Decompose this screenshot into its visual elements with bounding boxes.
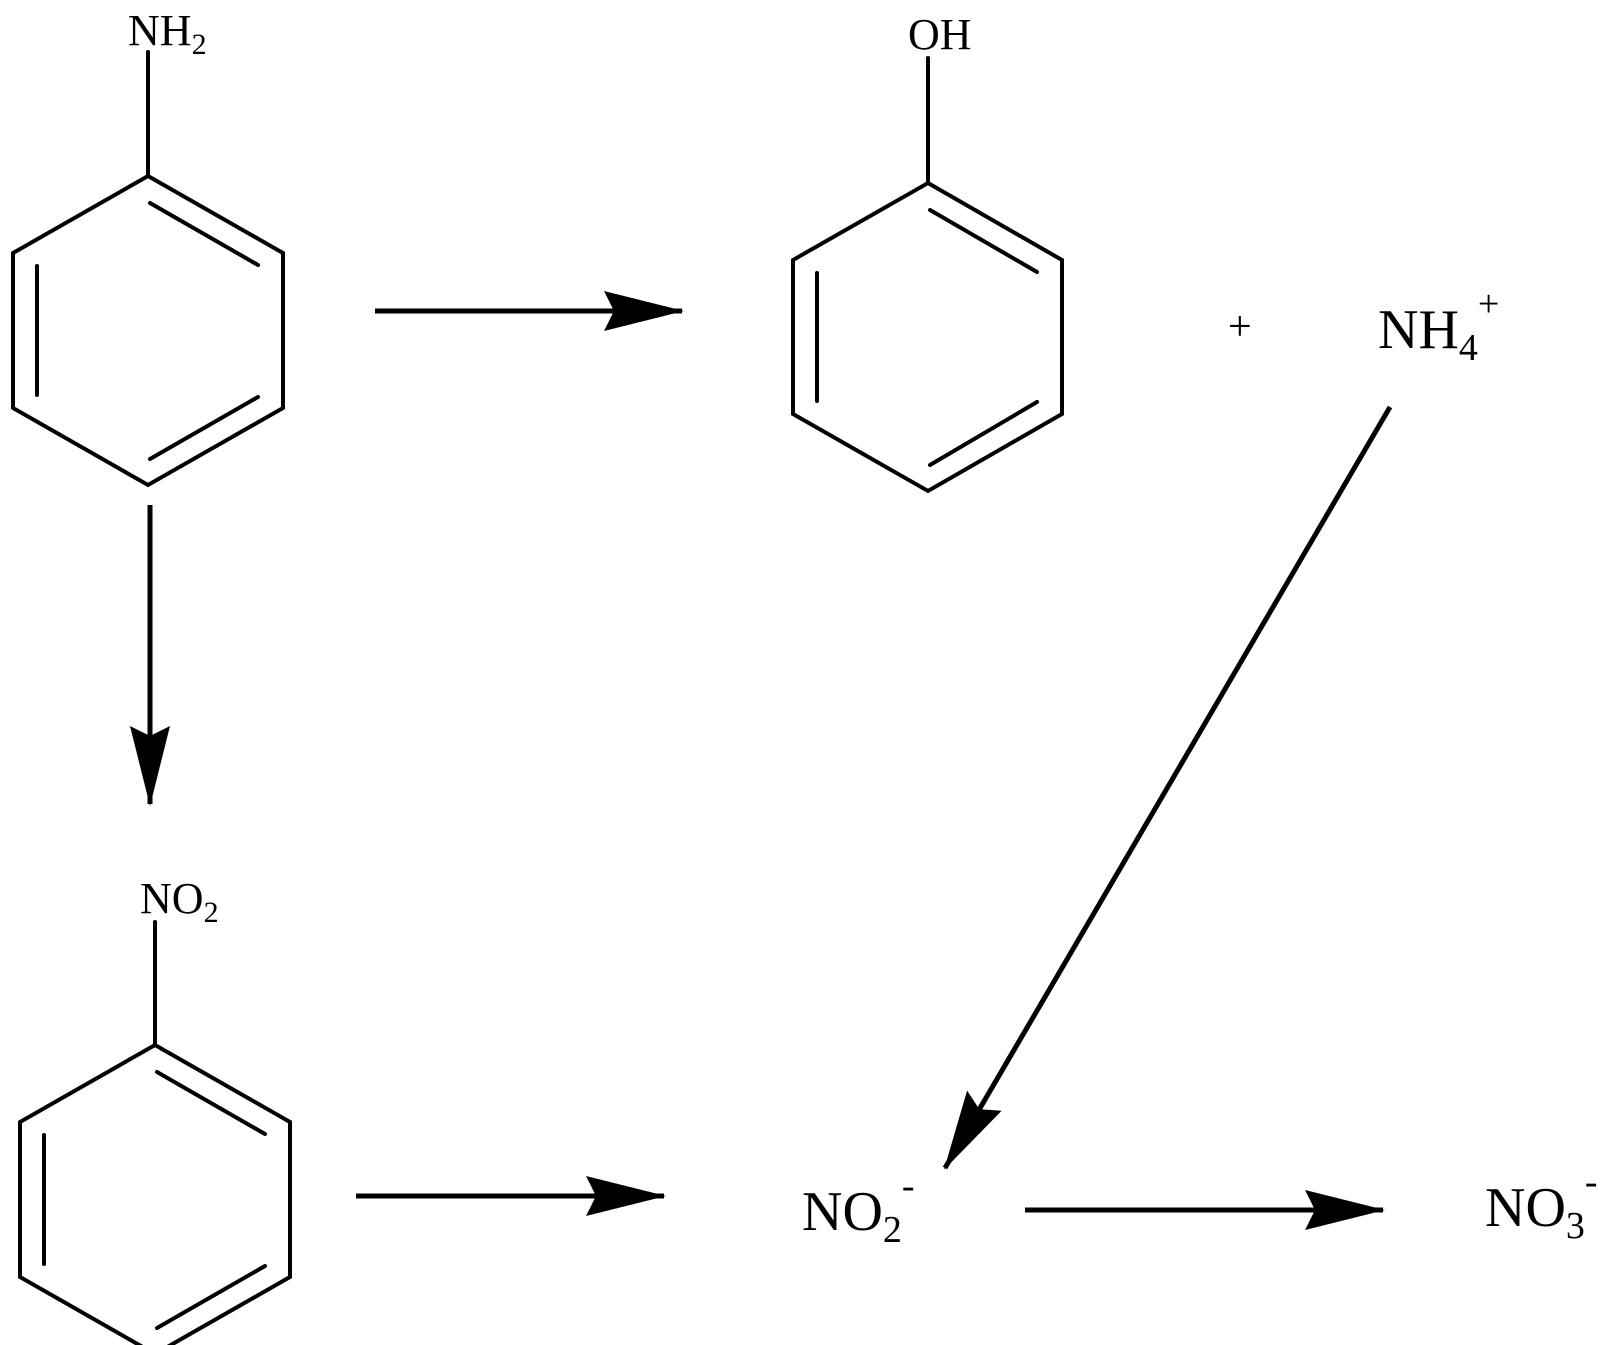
nitrate-label: NO3-: [1485, 1161, 1598, 1247]
phenol-double-bond: [928, 208, 1039, 274]
aniline-ring: [11, 173, 285, 488]
aniline-label: NH2: [128, 6, 207, 61]
phenol-label: OH: [908, 10, 972, 59]
ammonium-label: NH4+: [1378, 283, 1499, 369]
phenol-ring: [791, 180, 1064, 494]
aniline-molecule: [11, 50, 285, 488]
nitrobenzene-label: NO2: [140, 874, 219, 929]
aniline-double-bond: [148, 201, 260, 267]
phenol-double-bond: [928, 400, 1039, 467]
nitrobenzene-double-bond: [155, 1070, 267, 1136]
nitrobenzene-molecule: [18, 920, 292, 1345]
nitrobenzene-ring: [18, 1042, 292, 1345]
aniline-double-bond: [148, 395, 260, 461]
arrow-ammonium-to-nitrite: [942, 405, 1393, 1170]
phenol-molecule: [791, 56, 1064, 494]
nitrite-label: NO2-: [802, 1165, 915, 1251]
plus-sign: +: [1228, 304, 1252, 350]
nitrobenzene-double-bond: [155, 1264, 267, 1330]
